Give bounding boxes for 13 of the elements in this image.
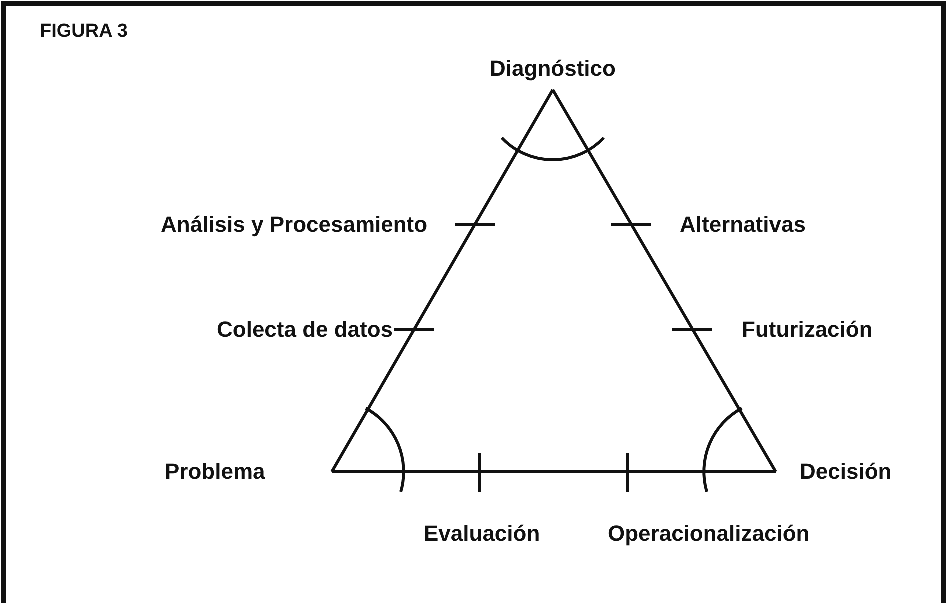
stage-label: Análisis y Procesamiento	[161, 212, 428, 238]
stage-label: Operacionalización	[608, 521, 810, 547]
vertex-label: Problema	[165, 459, 266, 485]
stage-label: Colecta de datos	[217, 317, 394, 343]
stage-label: Alternativas	[680, 212, 806, 238]
figure-title: FIGURA 3	[40, 20, 128, 44]
stage-label: Futurización	[742, 317, 873, 343]
vertex-label: Diagnóstico	[490, 56, 616, 82]
triangle-side	[552, 89, 778, 473]
triangle-side	[330, 89, 554, 473]
stage-label: Evaluación	[424, 521, 540, 547]
vertex-label: Decisión	[800, 459, 892, 485]
triangle-side	[332, 470, 776, 474]
